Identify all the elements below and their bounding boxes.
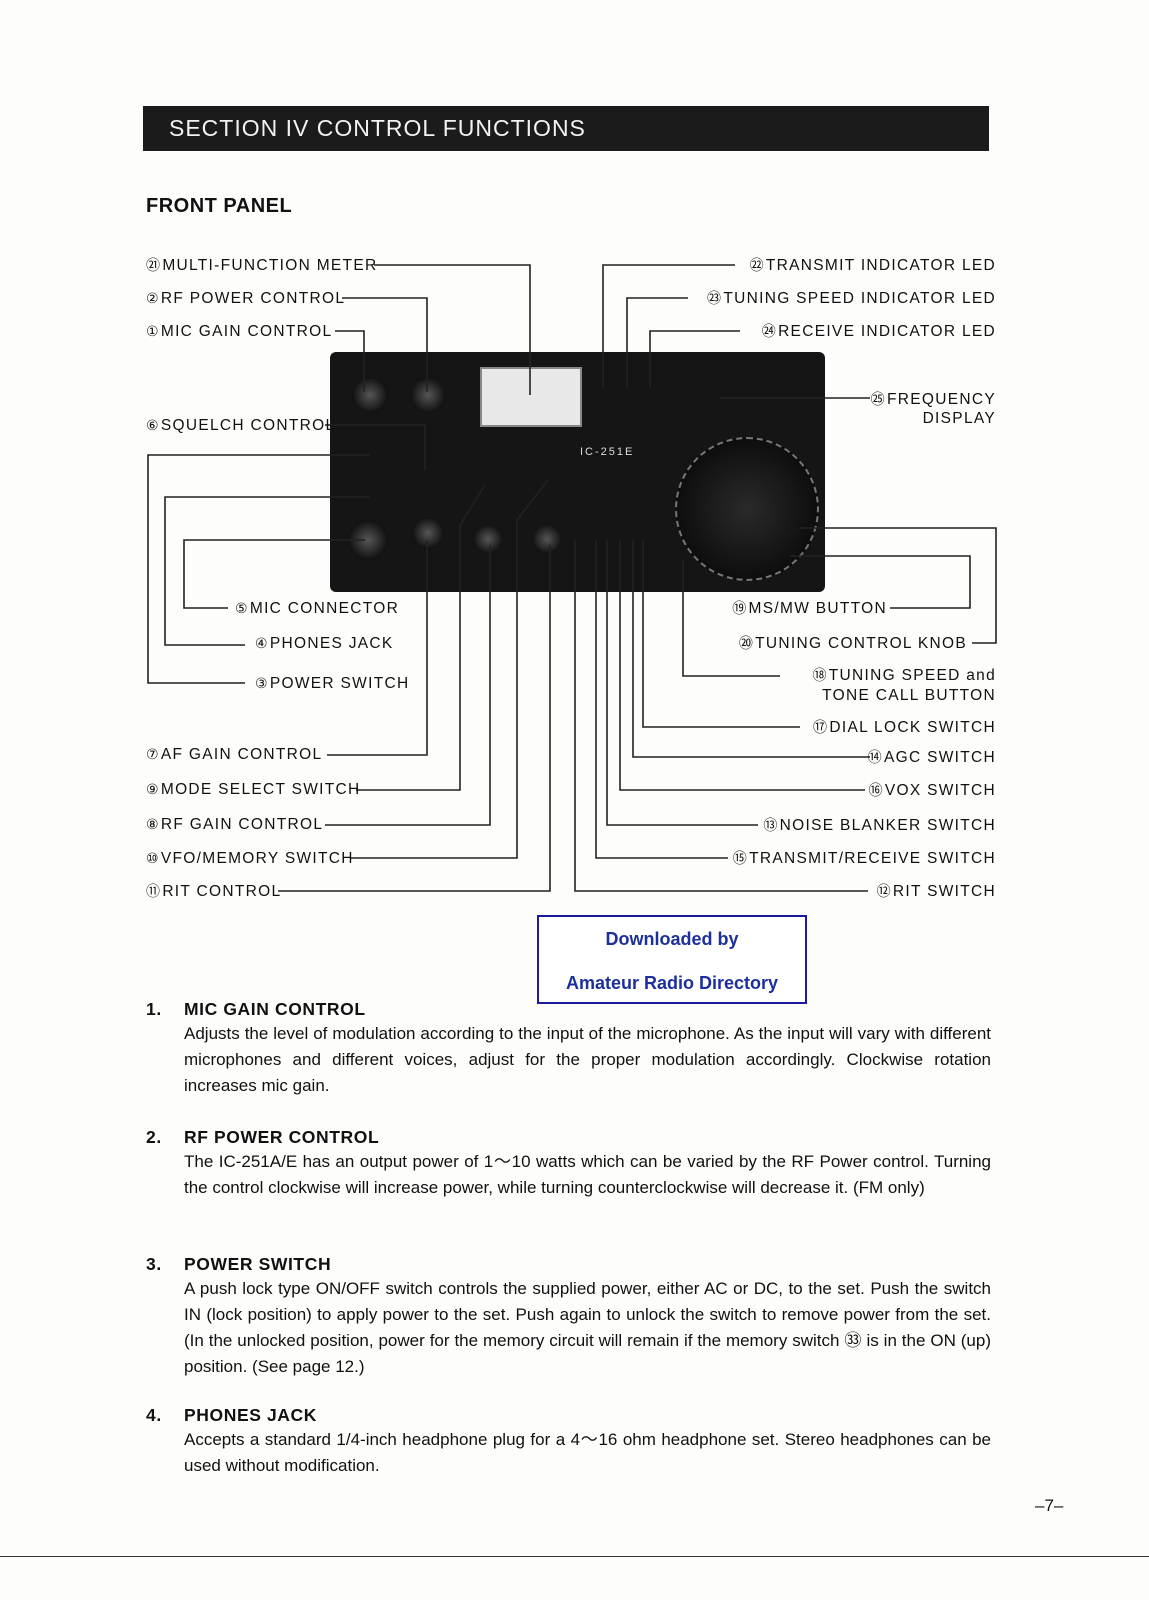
label-rit-control: ⑪RIT CONTROL — [146, 883, 282, 900]
download-stamp: Downloaded by Amateur Radio Directory — [537, 915, 807, 1004]
label-vfo-memory-switch: ⑩VFO/MEMORY SWITCH — [146, 850, 354, 867]
section-number: 3. — [146, 1254, 162, 1274]
section-number: 1. — [146, 999, 162, 1019]
section-number: 4. — [146, 1405, 162, 1425]
label-agc-switch: ⑭AGC SWITCH — [867, 749, 996, 766]
mic-gain-knob-image — [352, 377, 388, 413]
label-dial-lock-switch: ⑰DIAL LOCK SWITCH — [813, 719, 996, 736]
label-tone-call-button: TONE CALL BUTTON — [822, 687, 996, 704]
af-gain-knob-image — [412, 517, 444, 549]
label-multi-function-meter: ㉑MULTI-FUNCTION METER — [146, 257, 378, 274]
section-body: Accepts a standard 1/4-inch headphone pl… — [184, 1430, 991, 1475]
stamp-line-2: Amateur Radio Directory — [565, 973, 779, 993]
label-phones-jack: ④PHONES JACK — [255, 635, 394, 652]
label-tuning-speed-button: ⑱TUNING SPEED and — [812, 667, 996, 684]
section-title: POWER SWITCH — [184, 1254, 332, 1274]
label-power-switch: ③POWER SWITCH — [255, 675, 410, 692]
rf-gain-knob-image — [473, 524, 503, 554]
section-body: The IC-251A/E has an output power of 1～1… — [184, 1152, 991, 1197]
section-title: MIC GAIN CONTROL — [184, 999, 366, 1019]
section-title: PHONES JACK — [184, 1405, 318, 1425]
rf-power-knob-image — [410, 377, 446, 413]
label-rf-power-control: ②RF POWER CONTROL — [146, 290, 346, 307]
section-banner: SECTION IV CONTROL FUNCTIONS — [143, 106, 989, 151]
stamp-line-1: Downloaded by — [605, 929, 739, 949]
label-frequency-display: ㉕FREQUENCY — [870, 391, 996, 408]
section-power-switch: 3. POWER SWITCH A push lock type ON/OFF s… — [146, 1252, 991, 1380]
section-phones-jack: 4. PHONES JACK Accepts a standard 1/4-inc… — [146, 1403, 991, 1479]
section-mic-gain-control: 1. MIC GAIN CONTROL Adjusts the level of … — [146, 997, 991, 1099]
label-af-gain-control: ⑦AF GAIN CONTROL — [146, 746, 323, 763]
label-frequency-display-line2: DISPLAY — [922, 410, 996, 427]
radio-front-panel-photo: IC-251E — [330, 352, 825, 592]
label-mic-gain-control: ①MIC GAIN CONTROL — [146, 323, 333, 340]
label-noise-blanker-switch: ⑬NOISE BLANKER SWITCH — [763, 817, 996, 834]
section-number: 2. — [146, 1127, 162, 1147]
label-transmit-indicator-led: ㉒TRANSMIT INDICATOR LED — [749, 257, 996, 274]
label-rit-switch: ⑫RIT SWITCH — [876, 883, 996, 900]
rit-knob-image — [532, 524, 562, 554]
label-rf-gain-control: ⑧RF GAIN CONTROL — [146, 816, 324, 833]
label-squelch-control: ⑥SQUELCH CONTROL — [146, 417, 336, 434]
label-tuning-speed-indicator-led: ㉓TUNING SPEED INDICATOR LED — [707, 290, 996, 307]
page-number: –7– — [1035, 1496, 1064, 1515]
label-mode-select-switch: ⑨MODE SELECT SWITCH — [146, 781, 361, 798]
front-panel-heading: FRONT PANEL — [146, 195, 293, 217]
label-receive-indicator-led: ㉔RECEIVE INDICATOR LED — [761, 323, 996, 340]
label-ms-mw-button: ⑲MS/MW BUTTON — [732, 600, 887, 617]
section-title: RF POWER CONTROL — [184, 1127, 380, 1147]
model-name: IC-251E — [580, 446, 635, 458]
bottom-rule — [0, 1556, 1149, 1557]
section-body: Adjusts the level of modulation accordin… — [184, 1024, 991, 1095]
label-transmit-receive-switch: ⑮TRANSMIT/RECEIVE SWITCH — [732, 850, 996, 867]
label-tuning-control-knob: ⑳TUNING CONTROL KNOB — [738, 635, 967, 652]
meter-window — [480, 367, 582, 427]
section-body: A push lock type ON/OFF switch controls … — [184, 1279, 991, 1376]
label-mic-connector: ⑤MIC CONNECTOR — [235, 600, 400, 617]
section-rf-power-control: 2. RF POWER CONTROL The IC-251A/E has an … — [146, 1125, 991, 1201]
tuning-knob-image — [675, 437, 819, 581]
label-vox-switch: ⑯VOX SWITCH — [868, 782, 996, 799]
